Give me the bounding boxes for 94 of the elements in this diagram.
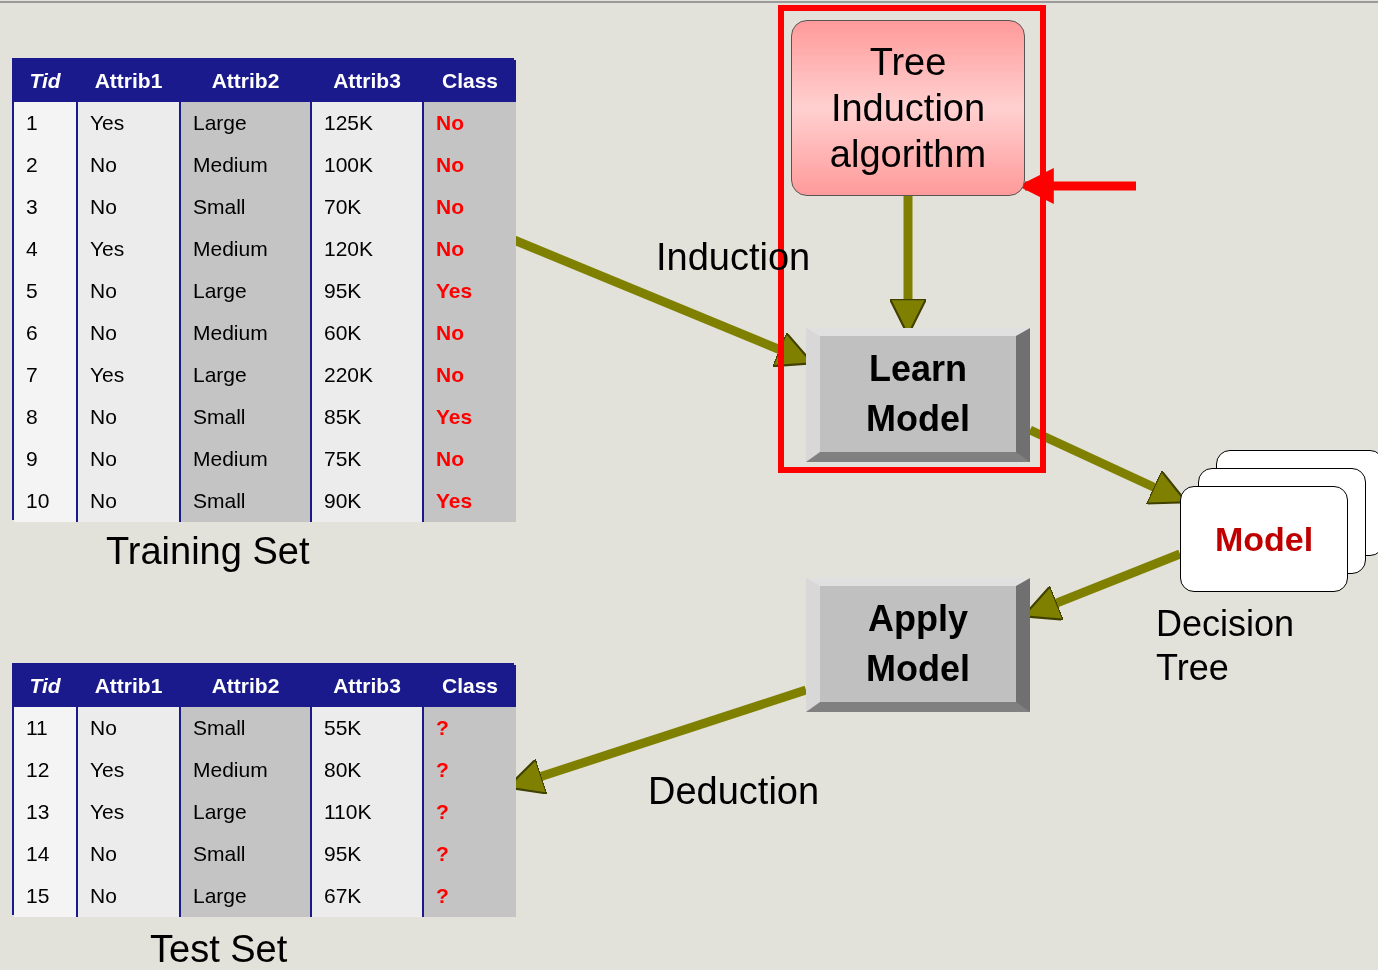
table-cell: No <box>76 186 179 228</box>
table-cell: No <box>76 144 179 186</box>
table-cell: 2 <box>14 144 76 186</box>
table-cell: No <box>76 270 179 312</box>
table-cell: Small <box>179 707 310 749</box>
table-cell: 80K <box>310 749 422 791</box>
table-cell: ? <box>422 791 516 833</box>
table-cell: 67K <box>310 875 422 917</box>
header-cell: Attrib2 <box>179 665 310 707</box>
table-cell: Medium <box>179 144 310 186</box>
table-cell: 120K <box>310 228 422 270</box>
process-box: Tree Induction algorithm <box>791 20 1025 196</box>
header-cell: Attrib1 <box>76 665 179 707</box>
table-cell: 125K <box>310 102 422 144</box>
table-cell: 7 <box>14 354 76 396</box>
table-cell: 4 <box>14 228 76 270</box>
process-box: Apply Model <box>806 578 1030 712</box>
table-cell: No <box>76 480 179 522</box>
table-cell: No <box>76 875 179 917</box>
table-cell: 70K <box>310 186 422 228</box>
table-cell: Medium <box>179 312 310 354</box>
table-cell: No <box>422 354 516 396</box>
header-cell: Tid <box>14 665 76 707</box>
header-cell: Class <box>422 60 516 102</box>
table-cell: 11 <box>14 707 76 749</box>
table-cell: Medium <box>179 438 310 480</box>
header-cell: Class <box>422 665 516 707</box>
process-box: Learn Model <box>806 328 1030 462</box>
table-cell: Large <box>179 791 310 833</box>
table-cell: Yes <box>76 791 179 833</box>
header-cell: Attrib2 <box>179 60 310 102</box>
table-cell: No <box>76 438 179 480</box>
table-cell: 3 <box>14 186 76 228</box>
table-cell: Yes <box>76 749 179 791</box>
table-cell: 90K <box>310 480 422 522</box>
table-cell: No <box>76 312 179 354</box>
table-cell: Small <box>179 833 310 875</box>
table-cell: 8 <box>14 396 76 438</box>
table-cell: No <box>76 707 179 749</box>
table-cell: Yes <box>422 270 516 312</box>
header-cell: Attrib3 <box>310 665 422 707</box>
table-caption: Test Set <box>150 928 288 970</box>
edge-label: Deduction <box>648 770 820 813</box>
model-label: Model <box>1214 519 1314 559</box>
table-cell: Small <box>179 396 310 438</box>
table-cell: ? <box>422 875 516 917</box>
table-cell: No <box>422 228 516 270</box>
table-caption: Training Set <box>106 530 310 573</box>
table-cell: No <box>422 144 516 186</box>
table-cell: 95K <box>310 270 422 312</box>
table-cell: Large <box>179 102 310 144</box>
table-cell: Large <box>179 354 310 396</box>
table-cell: No <box>422 312 516 354</box>
table-cell: 60K <box>310 312 422 354</box>
table-cell: Medium <box>179 749 310 791</box>
table-cell: Yes <box>422 480 516 522</box>
header-cell: Attrib3 <box>310 60 422 102</box>
table-cell: ? <box>422 833 516 875</box>
table-cell: Yes <box>76 228 179 270</box>
table-cell: ? <box>422 707 516 749</box>
table-cell: 55K <box>310 707 422 749</box>
header-cell: Attrib1 <box>76 60 179 102</box>
table-cell: 12 <box>14 749 76 791</box>
table-cell: No <box>76 396 179 438</box>
table-cell: No <box>422 186 516 228</box>
model-card-stack <box>1180 450 1378 592</box>
table-cell: Yes <box>76 102 179 144</box>
table-cell: 75K <box>310 438 422 480</box>
table-cell: Small <box>179 480 310 522</box>
table-cell: Yes <box>422 396 516 438</box>
table-cell: Large <box>179 270 310 312</box>
table-cell: Small <box>179 186 310 228</box>
table-cell: 15 <box>14 875 76 917</box>
table-cell: 14 <box>14 833 76 875</box>
table-cell: 220K <box>310 354 422 396</box>
table-cell: 85K <box>310 396 422 438</box>
header-cell: Tid <box>14 60 76 102</box>
table-cell: 13 <box>14 791 76 833</box>
node-caption: Decision Tree <box>1156 602 1296 690</box>
table-cell: Yes <box>76 354 179 396</box>
table-cell: 110K <box>310 791 422 833</box>
table-cell: No <box>422 438 516 480</box>
table-cell: 100K <box>310 144 422 186</box>
table-cell: 1 <box>14 102 76 144</box>
table-cell: 6 <box>14 312 76 354</box>
table-cell: 9 <box>14 438 76 480</box>
table-cell: 5 <box>14 270 76 312</box>
table-cell: 10 <box>14 480 76 522</box>
table-cell: No <box>76 833 179 875</box>
table-cell: ? <box>422 749 516 791</box>
table-cell: Large <box>179 875 310 917</box>
table-cell: Medium <box>179 228 310 270</box>
table-cell: No <box>422 102 516 144</box>
table-cell: 95K <box>310 833 422 875</box>
